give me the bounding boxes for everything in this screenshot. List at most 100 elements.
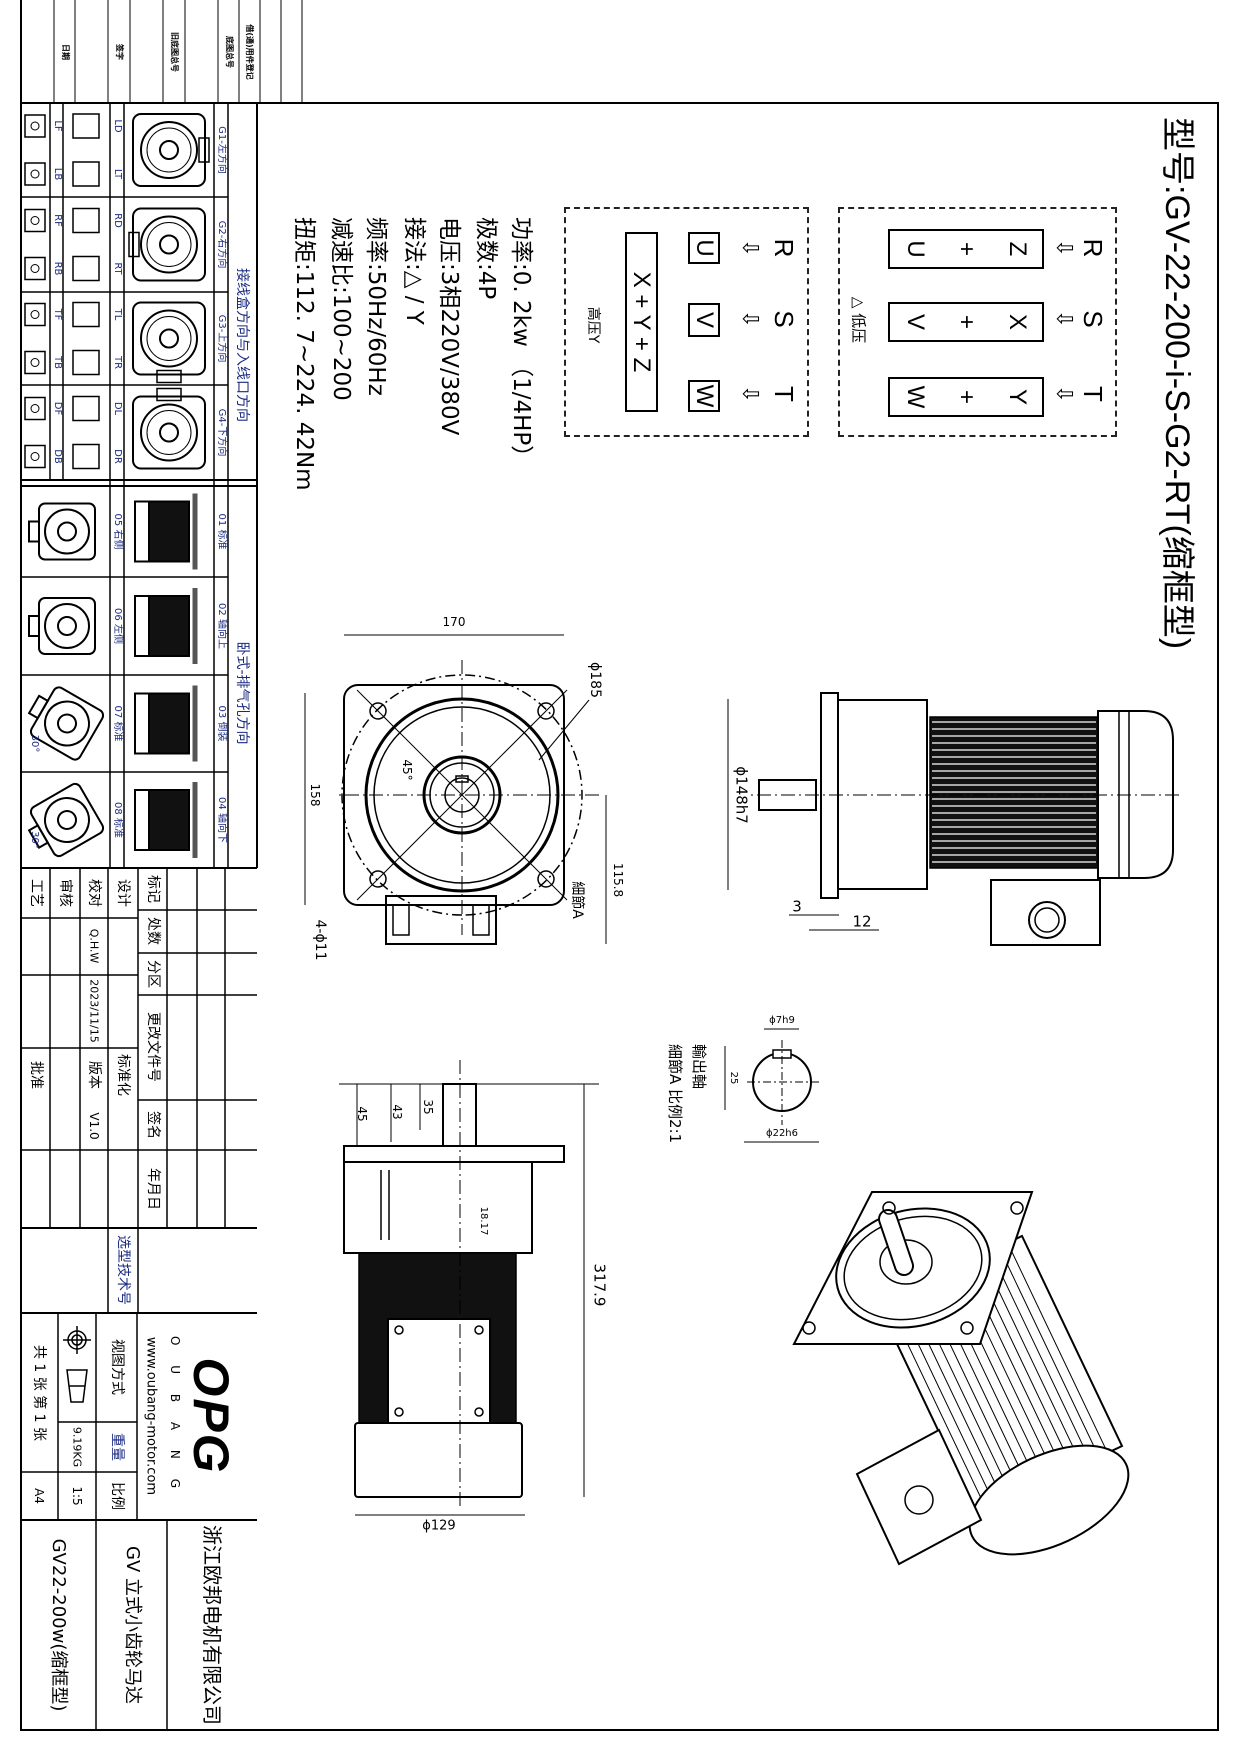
inlet-icon bbox=[24, 350, 46, 375]
orientation-panel-grid bbox=[21, 103, 258, 869]
junction-orientation-drawing bbox=[132, 113, 210, 187]
junction-code: TR bbox=[112, 355, 123, 370]
front-view bbox=[304, 634, 607, 945]
inlet-hole-icon bbox=[30, 169, 40, 179]
side-view bbox=[727, 692, 1179, 946]
terminal-u: U bbox=[688, 232, 720, 264]
terminal-group: Z+U bbox=[888, 229, 1044, 269]
company-name: 浙江欧邦电机有限公司 bbox=[200, 1525, 224, 1725]
mount-angle-label: 30° bbox=[29, 831, 40, 849]
mount-orientation-drawing bbox=[134, 782, 198, 858]
plus: + bbox=[953, 314, 981, 329]
rev-header-count: 处数 bbox=[145, 917, 161, 945]
rev-header-signature: 签名 bbox=[145, 1111, 161, 1139]
product-name: GV 立式小齿轮马达 bbox=[122, 1546, 143, 1704]
terminal: X bbox=[1003, 313, 1031, 330]
strip-label-borrowed-parts: 借(通)用件登记 bbox=[245, 24, 254, 80]
mount-orientation-label: 02 轴向上 bbox=[216, 603, 227, 649]
view-method-label: 视图方式 bbox=[109, 1339, 125, 1395]
spec-connection: 接法:△ / Y bbox=[401, 217, 427, 325]
spec-poles: 极数:4P bbox=[473, 217, 499, 300]
junction-box-icon bbox=[72, 301, 100, 328]
inlet-icon bbox=[24, 444, 46, 469]
strip-label-signature: 签字 bbox=[115, 44, 124, 60]
terminal: Y bbox=[1003, 388, 1031, 405]
mount-orientation-drawing bbox=[134, 588, 198, 664]
shaft-detail bbox=[724, 1028, 819, 1143]
cooling-fin bbox=[998, 1246, 1100, 1458]
dim-key-width: ϕ7h9 bbox=[769, 1015, 795, 1026]
dim-angle: 45° bbox=[400, 759, 414, 781]
rev-header-mark: 标记 bbox=[145, 875, 161, 903]
dim-shaft-diameter: ϕ22h6 bbox=[765, 1128, 799, 1139]
spec-ratio: 减速比:100~200 bbox=[328, 217, 354, 401]
dim-43: 43 bbox=[390, 1104, 404, 1120]
junction-orientation-label: G2-右方向 bbox=[216, 220, 227, 269]
junction-orientation-label: G4-下方向 bbox=[216, 408, 227, 457]
inlet-code: LB bbox=[52, 167, 63, 181]
checker-name: Q.H.W bbox=[87, 928, 101, 964]
plus: + bbox=[953, 389, 981, 404]
mount-orientation-label: 01 标准 bbox=[216, 513, 227, 550]
role-check: 校对 bbox=[86, 879, 102, 907]
inlet-icon bbox=[24, 396, 46, 421]
dim-holes: 4-ϕ11 bbox=[312, 919, 328, 961]
inlet-hole-icon bbox=[30, 216, 40, 225]
inlet-code: RB bbox=[52, 261, 63, 276]
rev-header-zone: 分区 bbox=[145, 960, 161, 988]
inlet-hole-icon bbox=[30, 310, 40, 319]
mount-side-label: 08 标准 bbox=[112, 802, 123, 838]
mount-direction-label: 卧式-排气孔方向 bbox=[234, 641, 250, 745]
cooling-fin bbox=[989, 1250, 1091, 1462]
inlet-icon bbox=[24, 162, 46, 186]
junction-orientation-label: G1-左方向 bbox=[216, 126, 227, 174]
projection-symbol bbox=[63, 1326, 91, 1403]
terminal-v: V bbox=[688, 303, 720, 337]
junction-orientation-drawing bbox=[132, 387, 206, 470]
dim-flange-thickness: 12 bbox=[852, 912, 872, 931]
phase-r: R bbox=[1078, 238, 1108, 258]
inlet-hole-icon bbox=[30, 452, 40, 461]
isometric-view bbox=[792, 1191, 1130, 1566]
mount-orientation-drawing bbox=[134, 493, 198, 570]
company-logo: OPG bbox=[183, 1357, 239, 1475]
junction-box-icon bbox=[72, 207, 100, 234]
junction-code: RT bbox=[112, 262, 123, 275]
mount-side-drawing bbox=[27, 782, 105, 858]
arrow-down-icon: ⇩ bbox=[1051, 238, 1076, 258]
low-voltage-label: △ 低压 bbox=[849, 296, 868, 344]
mount-orientation-label: 03 倒装 bbox=[216, 705, 227, 742]
inlet-icon bbox=[24, 302, 46, 327]
junction-direction-label: 接线盒方向与入线口方向 bbox=[234, 268, 250, 422]
version-label: 版本 bbox=[86, 1061, 102, 1089]
inlet-code: DB bbox=[52, 449, 63, 464]
junction-orientation-drawing bbox=[132, 301, 206, 384]
plus: + bbox=[953, 241, 981, 256]
role-design: 设计 bbox=[115, 879, 131, 907]
spec-frequency: 频率:50Hz/60Hz bbox=[363, 217, 389, 396]
mount-side-label: 07 标准 bbox=[112, 705, 123, 742]
inlet-icon bbox=[24, 114, 46, 138]
inlet-code: DF bbox=[52, 401, 63, 416]
mount-side-label: 05 右侧 bbox=[112, 513, 123, 550]
phase-s: S bbox=[1078, 310, 1108, 328]
website-link[interactable]: www.oubang-motor.com bbox=[143, 1336, 159, 1496]
arrow-down-icon: ⇩ bbox=[737, 384, 762, 404]
bottom-view bbox=[339, 1060, 599, 1516]
dim-35: 35 bbox=[421, 1099, 435, 1115]
arrow-down-icon: ⇩ bbox=[737, 309, 762, 329]
sheet-count: 共 1 张 第 1 张 bbox=[31, 1344, 47, 1442]
phase-s: S bbox=[769, 310, 799, 328]
terminal-group: Y+W bbox=[888, 377, 1044, 417]
dim-body-diameter: ϕ129 bbox=[422, 1518, 456, 1534]
rev-header-change-doc: 更改文件号 bbox=[145, 1012, 161, 1082]
inlet-hole-icon bbox=[30, 121, 40, 131]
junction-code: LD bbox=[112, 119, 123, 133]
junction-box-icon bbox=[72, 161, 100, 187]
phase-r: R bbox=[769, 238, 799, 258]
scale-label: 比例 bbox=[109, 1482, 125, 1510]
terminal-group: X+V bbox=[888, 302, 1044, 342]
high-voltage-label: 高压Y bbox=[585, 306, 601, 344]
inlet-icon bbox=[24, 256, 46, 281]
